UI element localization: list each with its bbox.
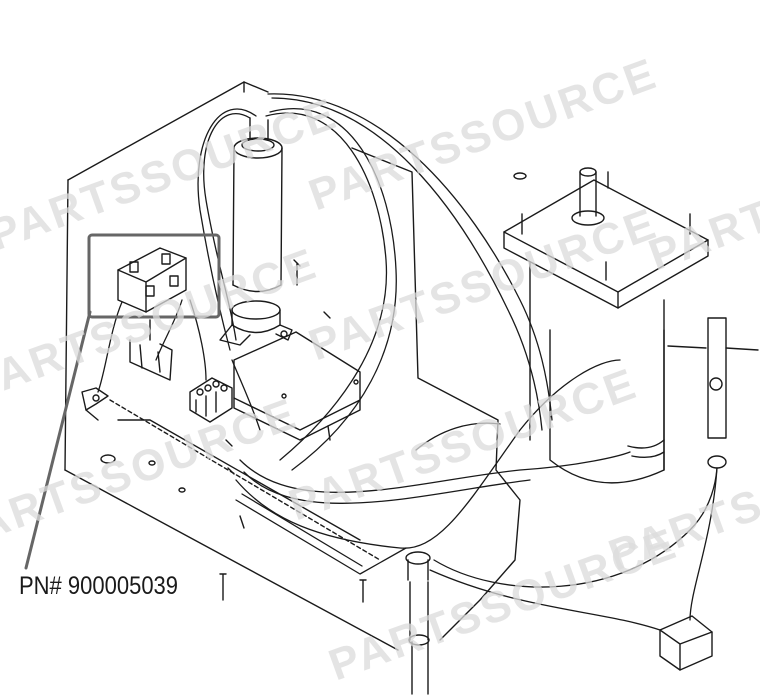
part-number-label: PN# 900005039 [19,572,179,600]
floor-screw-2 [179,488,185,492]
wire-cap-right-2 [270,109,396,470]
relay-terminal-1 [130,262,138,272]
plate-screw-1 [282,394,286,398]
wire-cap-right-1 [266,113,386,460]
wire-lower-run-2 [242,494,362,566]
wire-lower-run [236,500,406,574]
plate-standoffs [226,440,234,474]
capacitor-cap [242,139,274,151]
loose-screw-1 [220,574,226,600]
capacitor [233,118,282,292]
right-switch [668,318,758,468]
mounting-plate [226,332,360,474]
terminal-dividers [196,392,216,416]
plug-connector [660,616,712,670]
relay-terminal-2 [162,254,170,264]
wire-harness [98,94,717,630]
callout [26,235,219,568]
solenoid-body [410,582,428,640]
wire-plate [232,360,260,430]
plug-edges [660,630,712,670]
loose-screws [220,516,366,602]
clamp-band [232,310,280,333]
motor-can-lower [550,330,664,483]
loose-screw-3 [240,516,244,528]
terminal-screw-2 [205,385,211,391]
capacitor-left-side [233,148,234,285]
lug-body [82,388,108,410]
floor-hole [101,455,115,463]
ground-lug [82,388,185,492]
wire-cap-left-2 [198,109,256,350]
clamp-ring-top [232,301,280,319]
wire-plug [430,570,660,630]
terminal-block [190,378,232,422]
wire-relay-1 [156,300,182,360]
solenoid-collar [408,560,428,580]
wire-switch-plug [690,468,717,620]
housing-top-edge [68,82,268,180]
relay-body [118,248,186,312]
switch-rod [668,346,706,348]
floor-screw-1 [149,461,155,465]
relay-bracket [130,320,172,380]
wire-bottom-1 [240,452,630,492]
solenoid-top [406,552,430,564]
wire-cap-left-1 [204,114,250,340]
housing-bottom-edge [65,470,398,650]
solenoid-stem [412,642,428,694]
callout-leader-line [26,312,90,568]
capacitor-clamp [220,260,330,345]
callout-highlight-box [89,235,219,317]
relay-terminal-4 [170,276,178,286]
bracket-plate [130,340,172,380]
capacitor-top [234,138,282,158]
wire-motor-2 [272,98,542,430]
terminal-block-body [190,378,232,422]
motor-shaft-end [580,168,596,176]
motor-hub [572,211,604,225]
housing-left-edge [65,180,68,470]
capacitor-bottom [233,285,281,292]
wire-motor-1 [268,94,552,420]
wire-relay-2 [98,302,122,392]
wire-loop [236,360,620,548]
lug-hole [93,395,99,401]
motor [504,168,708,483]
clamp-bolt [294,260,300,285]
motor-leads [628,440,664,457]
plate-thickness [234,398,360,440]
solenoid-bottom [409,635,429,645]
relay-terminal-3 [146,286,154,296]
floor-edge [110,400,380,560]
plate-screw-2 [354,380,358,384]
grommet [708,456,726,468]
switch-knob [710,378,722,390]
loose-screw-2 [360,580,366,602]
motor-washer [514,173,526,179]
terminal-screw-1 [197,389,203,395]
capacitor-right-side [281,148,282,285]
housing [65,82,520,650]
lug-pin [86,410,98,420]
floor-rail [118,420,360,540]
wire-relay-3 [190,300,206,380]
housing-right-contour [352,148,520,640]
plate-outline [234,332,360,430]
relay [118,248,186,312]
wire-switch [434,468,717,587]
switch-rod-ext [726,348,758,350]
plug-body [660,616,712,670]
terminal-screw-3 [213,381,219,387]
lower-solenoid [406,552,430,694]
wire-bottom-2 [244,472,530,503]
switch-body [708,318,726,438]
clamp-washer [324,312,330,318]
terminal-screw-4 [221,385,227,391]
wire-hose [416,423,500,450]
